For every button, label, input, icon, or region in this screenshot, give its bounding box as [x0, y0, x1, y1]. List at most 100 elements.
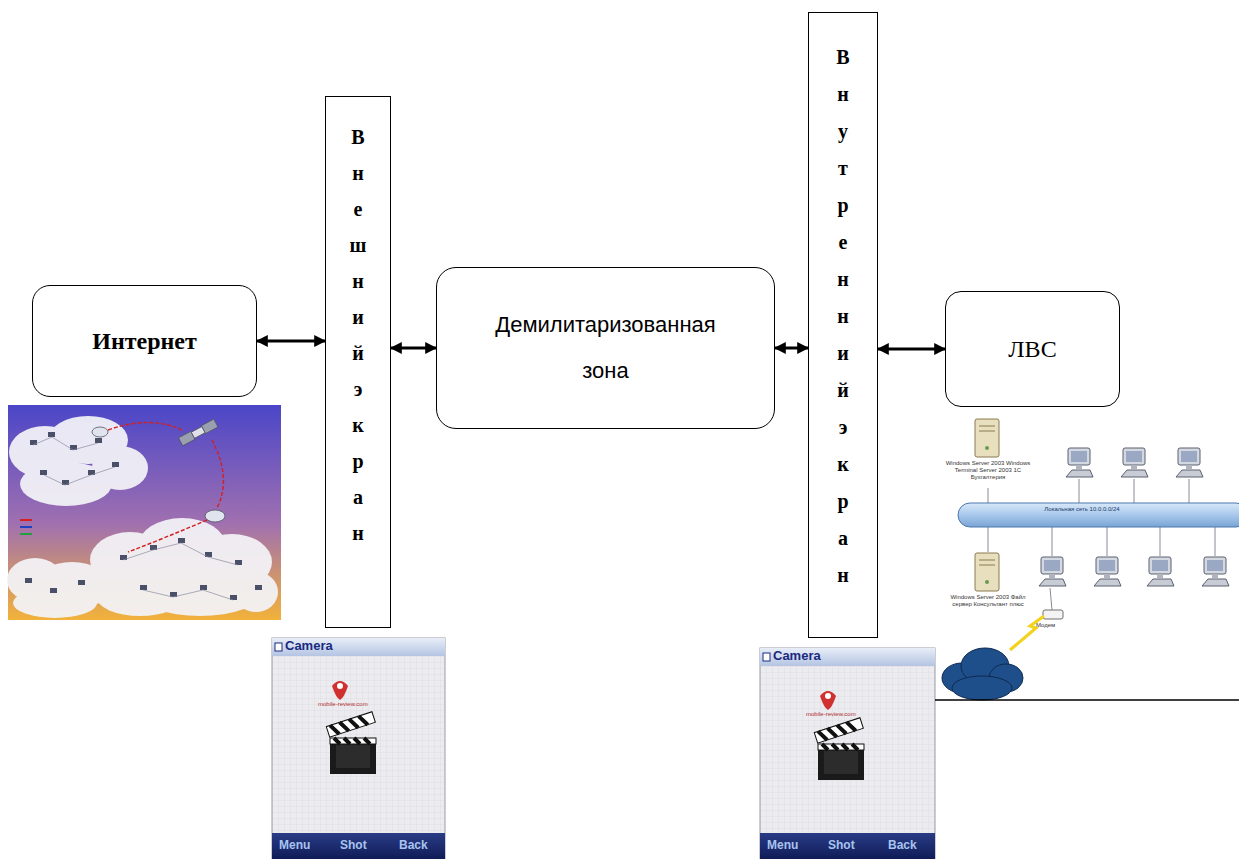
internet-illustration-part — [205, 510, 225, 522]
camera-screenshot-part — [337, 683, 343, 689]
double-arrow — [391, 347, 436, 350]
firewall-band: Внутренний экран — [808, 12, 878, 638]
camera-screenshot-part — [820, 691, 836, 710]
internet-illustration-part-part — [50, 588, 57, 593]
lan-illustration-part-part — [988, 526, 989, 552]
lan-illustration-part-part — [1079, 479, 1080, 504]
camera-screenshot-part-part — [814, 718, 863, 743]
camera-screenshot-part-part-part — [326, 712, 375, 737]
camera-screenshot-part — [760, 833, 935, 859]
camera-screenshot-part-part — [824, 750, 858, 774]
camera-screenshot-part — [814, 718, 864, 780]
band-title: Внутренний экран — [835, 39, 852, 594]
internet-illustration-part-part — [96, 576, 184, 616]
camera-screenshot — [760, 648, 935, 859]
firewall-band: Внешний экран — [325, 96, 391, 628]
lan-illustration-part-part — [1160, 526, 1161, 556]
internet-illustration-part-part — [112, 462, 119, 467]
lan-illustration-part-part — [1107, 526, 1108, 556]
internet-illustration-part — [178, 419, 218, 446]
internet-illustration-part — [20, 520, 32, 534]
internet-illustration-part-part — [20, 462, 112, 506]
internet-illustration-part-part — [20, 533, 32, 535]
lan-illustration-part-part — [1052, 526, 1053, 556]
internet-illustration-part-part — [40, 470, 47, 475]
camera-screenshot-part-part — [822, 744, 858, 750]
camera-screenshot-part — [825, 693, 831, 699]
lan-illustration — [935, 419, 1239, 700]
lan-illustration-part — [1094, 557, 1121, 586]
internet-illustration-part-part — [20, 526, 32, 528]
lan-illustration-part — [1147, 557, 1174, 586]
screen-title: Camera — [285, 639, 333, 654]
internet-illustration-part-part — [212, 440, 223, 508]
internet-illustration-part-part — [200, 585, 207, 590]
lan-illustration-part-part — [988, 488, 989, 504]
softkey-label: Menu — [767, 839, 798, 853]
camera-screenshot-part-part — [334, 738, 370, 744]
softkey-label: Shot — [828, 839, 855, 853]
lan-illustration-part — [1010, 616, 1044, 650]
server-caption: Windows Server 2003 Файл сервер Консульт… — [940, 594, 1036, 608]
internet-illustration-part-part — [20, 519, 32, 521]
double-arrow — [878, 348, 945, 351]
camera-screenshot-part-part-part — [814, 718, 863, 743]
internet-illustration-part-part — [48, 432, 55, 437]
internet-illustration-part — [8, 405, 281, 620]
logo-text: mobile-review.com — [806, 711, 856, 718]
softkey-label: Back — [888, 839, 917, 853]
camera-screenshot-part-part — [818, 744, 864, 750]
lan-illustration-part-part — [1134, 479, 1135, 504]
internet-illustration-part-part — [201, 419, 218, 434]
server-caption: Windows Server 2003 Windows Terminal Ser… — [940, 460, 1036, 481]
network-box: Интернет — [32, 285, 257, 397]
camera-screenshot-part — [272, 638, 445, 859]
lan-illustration-part — [975, 553, 999, 591]
lan-illustration-part-part — [1050, 588, 1052, 610]
camera-screenshot-part — [272, 638, 445, 656]
lan-illustration-part — [988, 479, 1215, 610]
box-title: ЛВС — [1008, 335, 1056, 364]
double-arrow — [775, 347, 808, 350]
internet-illustration — [7, 405, 281, 620]
internet-illustration-part-part — [25, 578, 32, 583]
camera-screenshot-part-part — [330, 738, 376, 744]
lan-illustration-part — [1121, 448, 1148, 477]
camera-screenshot-part — [760, 648, 935, 859]
internet-illustration-part — [7, 416, 278, 618]
lan-illustration-part — [942, 648, 1023, 700]
internet-illustration-part-part — [255, 585, 262, 590]
logo-text: mobile-review.com — [318, 701, 368, 708]
modem-caption: Модем — [1036, 622, 1055, 629]
zone-box: Демилитаризованная зона — [436, 267, 775, 429]
lan-illustration-part-part — [1215, 526, 1216, 556]
network-caption: Локальная сеть 10.0.0.0/24 — [1040, 506, 1124, 513]
lan-illustration-part — [1039, 557, 1066, 586]
internet-illustration-part-part — [13, 588, 97, 618]
internet-illustration-part-part — [178, 538, 185, 543]
camera-screenshot-part-part — [336, 744, 370, 768]
internet-illustration-part-part — [140, 585, 147, 590]
lan-illustration-part — [1043, 610, 1063, 619]
softkey-label: Shot — [340, 839, 367, 853]
internet-illustration-part-part — [95, 438, 102, 443]
internet-illustration-part — [33, 437, 238, 600]
internet-illustration-part-part — [234, 572, 278, 612]
network-box: ЛВС — [945, 291, 1120, 407]
screen-title: Camera — [773, 649, 821, 664]
camera-screenshot — [272, 638, 445, 859]
camera-screenshot-part-part — [818, 744, 864, 780]
internet-illustration-part-part — [108, 423, 182, 431]
camera-screenshot-part — [275, 643, 282, 651]
camera-screenshot-part — [763, 653, 770, 661]
camera-screenshot-part — [760, 648, 935, 666]
internet-illustration-part-part — [123, 543, 238, 600]
internet-illustration-part-part — [78, 580, 85, 585]
camera-screenshot-part — [332, 681, 348, 700]
internet-illustration-part-part — [128, 520, 207, 552]
internet-illustration-part — [108, 423, 223, 553]
softkey-label: Back — [399, 839, 428, 853]
